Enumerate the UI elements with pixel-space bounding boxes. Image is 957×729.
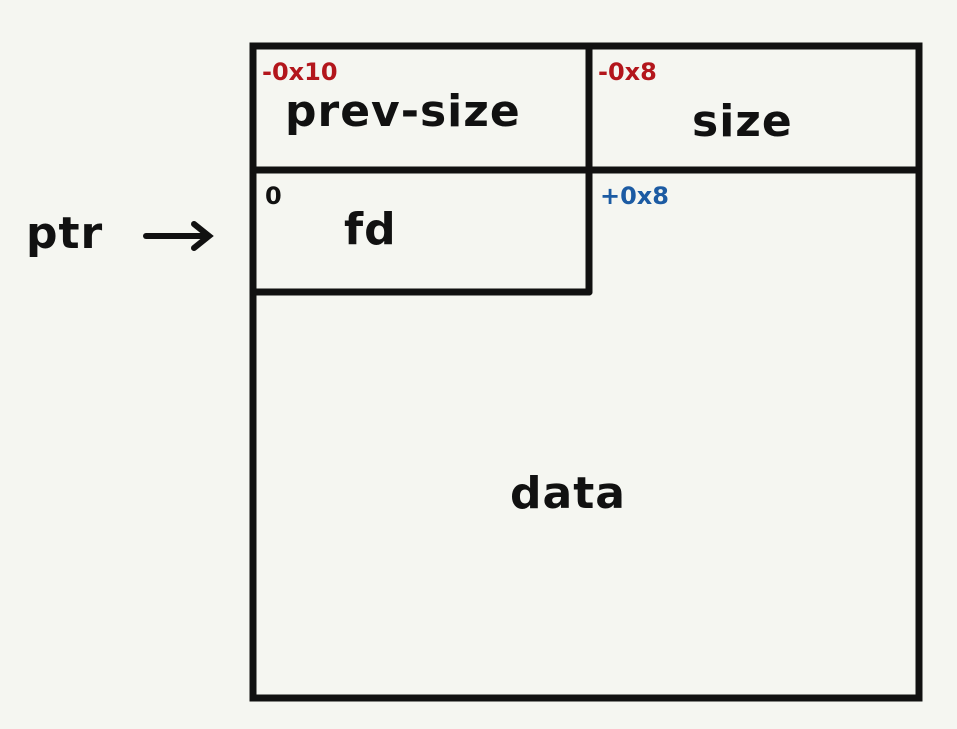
next-offset: +0x8 bbox=[600, 182, 669, 210]
data-label: data bbox=[510, 468, 626, 519]
arrow-icon bbox=[143, 221, 214, 251]
size-label: size bbox=[692, 96, 793, 147]
fd-label: fd bbox=[344, 204, 397, 255]
size-offset: -0x8 bbox=[598, 58, 657, 86]
prev-size-label: prev-size bbox=[285, 86, 521, 137]
ptr-label: ptr bbox=[26, 208, 104, 259]
fd-offset: 0 bbox=[265, 182, 282, 210]
prev-size-offset: -0x10 bbox=[262, 58, 338, 86]
